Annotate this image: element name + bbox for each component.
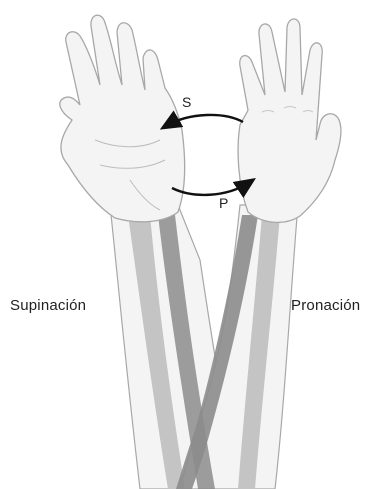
supination-arrow-label: S bbox=[182, 95, 191, 109]
left-hand bbox=[60, 15, 185, 222]
pronation-label: Pronación bbox=[291, 298, 360, 313]
right-hand bbox=[238, 19, 341, 222]
pronation-arrow-label: P bbox=[219, 196, 228, 210]
supination-label: Supinación bbox=[10, 298, 86, 313]
